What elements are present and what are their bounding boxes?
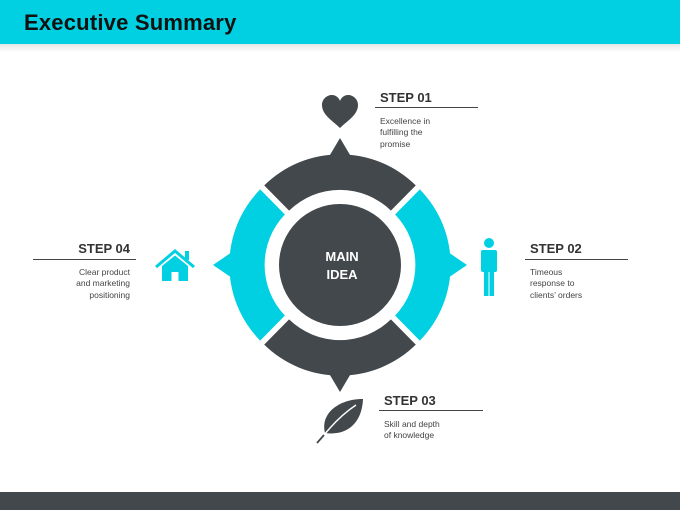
- segment-bottom: [264, 319, 416, 392]
- step-02-divider: [525, 259, 628, 260]
- step-01-divider: [375, 107, 478, 108]
- step-04-description: Clear product and marketing positioning: [76, 267, 130, 300]
- step-01-title: STEP 01: [380, 90, 432, 105]
- step-01-description: Excellence in fulfilling the promise: [380, 116, 431, 149]
- step-04-title: STEP 04: [78, 241, 130, 256]
- step-04-divider: [33, 259, 136, 260]
- step-02-title: STEP 02: [530, 241, 582, 256]
- house-icon: [155, 249, 195, 281]
- slide-title: Executive Summary: [24, 10, 237, 35]
- step-03-description: Skill and depth of knowledge: [384, 419, 440, 441]
- person-icon: [481, 238, 497, 296]
- step-02-description: Timeous response to clients’ orders: [530, 267, 583, 300]
- center-label: MAIN IDEA: [325, 249, 359, 282]
- leaf-icon: [316, 399, 363, 444]
- header-bar: [0, 0, 680, 44]
- step-03-title: STEP 03: [384, 393, 436, 408]
- segment-left: [213, 189, 285, 341]
- header-shadow: [0, 44, 680, 52]
- footer-bar: [0, 492, 680, 510]
- center-circle: [279, 204, 401, 326]
- step-03-divider: [379, 410, 483, 411]
- segment-right: [395, 189, 467, 341]
- segment-top: [264, 138, 416, 211]
- heart-icon: [322, 95, 358, 128]
